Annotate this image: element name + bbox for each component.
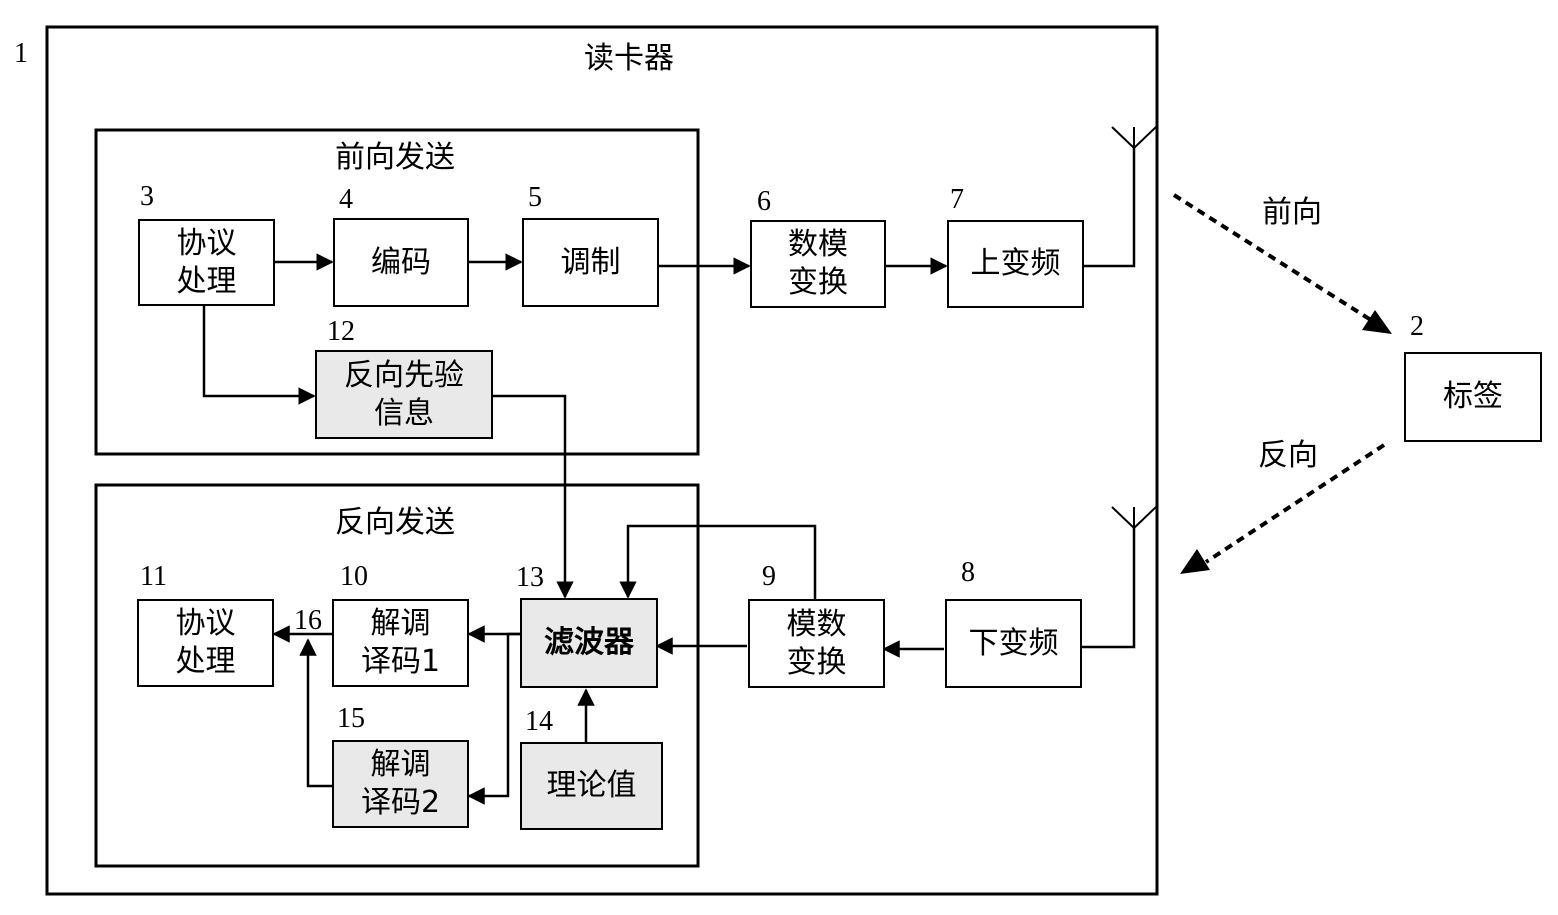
- modulator-line1: 调制: [560, 244, 621, 280]
- theory-block: 理论值: [520, 742, 663, 830]
- forward-link-arrowhead: [1362, 310, 1392, 334]
- tag-number: 2: [1410, 311, 1424, 342]
- upconverter-block: 上变频: [947, 220, 1084, 308]
- arrow-filter-to-demod2: [467, 632, 520, 805]
- demod1-number: 10: [340, 561, 368, 592]
- upconverter-number: 7: [950, 184, 964, 215]
- downconverter-number: 8: [961, 557, 975, 588]
- protocol-rx-line1: 协议: [175, 606, 236, 641]
- line-antenna-to-downconverter: [1082, 528, 1136, 649]
- forward-group-frame: [94, 128, 700, 456]
- downconverter-block: 下变频: [945, 599, 1082, 688]
- arrow-protocol-to-prior-info: [202, 306, 316, 405]
- encoder-number: 4: [339, 184, 353, 215]
- reader-frame: [45, 25, 1159, 896]
- selector-number: 16: [294, 605, 322, 636]
- protocol-tx-number: 3: [140, 181, 154, 212]
- protocol-rx-number: 11: [140, 561, 167, 592]
- protocol-tx-block: 协议 处理: [138, 219, 275, 306]
- forward-link-label: 前向: [1262, 195, 1322, 230]
- demod1-line1: 解调: [370, 606, 431, 641]
- downconverter-line1: 下变频: [968, 625, 1059, 661]
- encoder-line1: 编码: [371, 244, 431, 280]
- demod1-block: 解调 译码1: [332, 599, 469, 687]
- demod2-block: 解调 译码2: [332, 740, 469, 828]
- adc-line1: 模数: [786, 606, 847, 642]
- reader-title: 读卡器: [584, 41, 674, 76]
- reader-number: 1: [14, 38, 28, 69]
- dac-block: 数模 变换: [750, 220, 886, 308]
- forward-link-arrow: [1172, 193, 1376, 324]
- modulator-block: 调制: [522, 218, 659, 307]
- protocol-tx-line2: 处理: [176, 263, 237, 299]
- arrow-adc-feedback-to-filter: [619, 524, 817, 599]
- demod2-line1: 解调: [370, 747, 431, 782]
- modulator-number: 5: [528, 182, 542, 213]
- adc-number: 9: [762, 561, 776, 592]
- line-upconverter-to-antenna: [1083, 148, 1136, 268]
- adc-line2: 变换: [786, 644, 847, 680]
- arrow-demod2-to-selector: [299, 638, 332, 788]
- tag-line1: 标签: [1443, 379, 1503, 414]
- reverse-group-title: 反向发送: [335, 505, 455, 540]
- adc-block: 模数 变换: [748, 599, 885, 688]
- reverse-link-arrowhead: [1180, 549, 1210, 574]
- prior-info-number: 12: [327, 316, 355, 347]
- reverse-group-frame: [94, 483, 700, 868]
- prior-info-block: 反向先验 信息: [315, 350, 493, 439]
- demod2-line2: 译码2: [360, 785, 441, 820]
- encoder-block: 编码: [333, 218, 469, 307]
- reverse-link-arrow: [1204, 443, 1386, 564]
- prior-info-line1: 反向先验: [344, 357, 464, 393]
- protocol-rx-line2: 处理: [175, 644, 236, 679]
- filter-line1: 滤波器: [544, 625, 634, 660]
- filter-block: 滤波器: [520, 598, 658, 688]
- protocol-tx-line1: 协议: [176, 225, 237, 261]
- dac-line2: 变换: [788, 265, 848, 300]
- theory-number: 14: [525, 706, 553, 737]
- protocol-rx-block: 协议 处理: [137, 599, 274, 687]
- demod1-line2: 译码1: [360, 644, 441, 679]
- demod2-number: 15: [337, 703, 365, 734]
- tag-block: 标签: [1404, 352, 1542, 442]
- dac-number: 6: [757, 186, 771, 217]
- upconverter-line1: 上变频: [970, 246, 1061, 281]
- reverse-link-label: 反向: [1258, 438, 1318, 473]
- arrow-prior-info-to-filter: [492, 394, 574, 599]
- dac-line1: 数模: [788, 227, 848, 262]
- forward-group-title: 前向发送: [335, 140, 455, 175]
- filter-number: 13: [516, 562, 544, 593]
- theory-line1: 理论值: [546, 768, 637, 803]
- prior-info-line2: 信息: [374, 395, 434, 431]
